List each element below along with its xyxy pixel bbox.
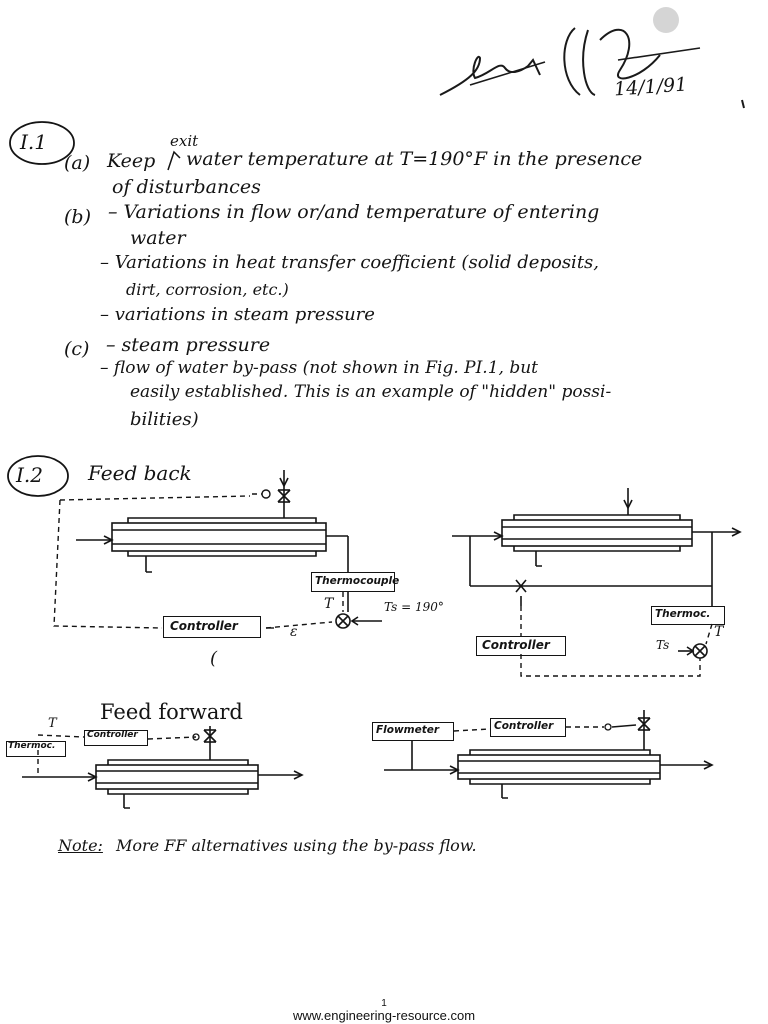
item-b-line2: water: [130, 227, 186, 249]
item-c-line3: easily established. This is an example o…: [130, 382, 612, 402]
thermocouple-box: [311, 572, 395, 592]
item-a-text: water temperature at T=190°F in the pres…: [186, 148, 643, 170]
item-a-marker: (a): [64, 152, 91, 174]
section-2-circle: [7, 455, 69, 497]
section-2-label: I.2: [16, 463, 43, 487]
thermoc-label-2: Thermoc.: [655, 608, 711, 620]
diagram3-T: T: [48, 716, 57, 731]
footer-url[interactable]: www.engineering-resource.com: [292, 1008, 476, 1023]
item-c-line2: – flow of water by-pass (not shown in Fi…: [100, 358, 538, 378]
controller-box-4: [490, 718, 566, 737]
thermoc-box-2: [651, 606, 725, 625]
thermoc-label-3: Thermoc.: [8, 741, 56, 751]
item-b-line5: – variations in steam pressure: [100, 304, 375, 325]
controller-box-3: [84, 730, 148, 746]
item-b-marker: (b): [64, 206, 91, 228]
item-c-line1: – steam pressure: [106, 334, 271, 356]
insert-caret: [167, 150, 181, 171]
controller-label-1: Controller: [170, 619, 238, 633]
signature: [439, 7, 745, 109]
thermoc-box-3: [6, 741, 66, 757]
diagram2-Ts: Ts: [656, 638, 670, 652]
page-number: 1: [381, 998, 387, 1009]
controller-box-2: [476, 636, 566, 656]
diagram1-Ts: Ts = 190°: [384, 600, 444, 614]
note-text: More FF alternatives using the by-pass f…: [116, 836, 477, 855]
item-c-marker: (c): [64, 338, 90, 360]
section-1-circle: [9, 121, 75, 165]
item-b-line4: dirt, corrosion, etc.): [126, 280, 289, 299]
item-b-line3: – Variations in heat transfer coefficien…: [100, 252, 600, 273]
diagram1-epsilon: ε: [290, 624, 298, 640]
item-a-keep: Keep: [107, 150, 156, 172]
item-a-insert-exit: exit: [170, 132, 199, 150]
diagram2-T: T: [714, 624, 724, 640]
thermocouple-label: Thermocouple: [315, 575, 400, 587]
flowmeter-label: Flowmeter: [376, 724, 440, 736]
controller-label-4: Controller: [494, 720, 554, 732]
note-label: Note:: [58, 836, 103, 855]
item-c-line4: bilities): [130, 409, 199, 430]
section-1-label: I.1: [20, 130, 47, 154]
diagram1-paren: (: [210, 648, 218, 669]
controller-label-3: Controller: [87, 730, 138, 740]
feedforward-title: Feed forward: [100, 700, 243, 724]
controller-label-2: Controller: [482, 638, 550, 652]
item-b-line1: – Variations in flow or/and temperature …: [108, 201, 600, 223]
feedback-title: Feed back: [88, 461, 192, 485]
controller-box-1: [163, 616, 261, 638]
flowmeter-box: [372, 722, 454, 741]
item-a-line2: of disturbances: [112, 176, 261, 198]
diagram1-T: T: [324, 596, 334, 612]
